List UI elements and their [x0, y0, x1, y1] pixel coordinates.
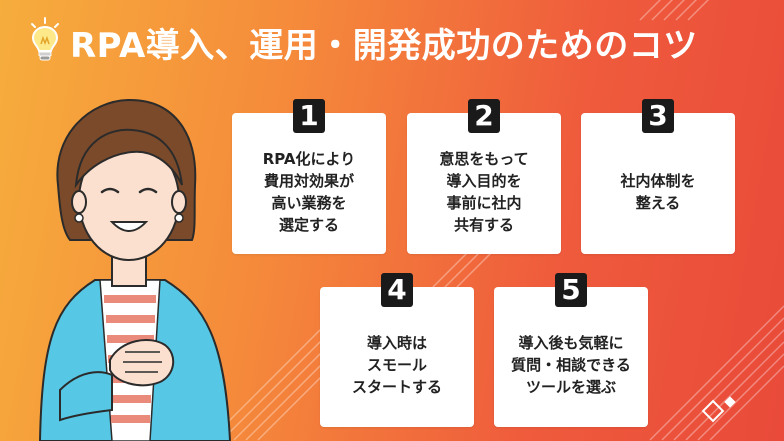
lightbulb-icon [31, 17, 59, 61]
tip-card-4-text: 導入時は スモール スタートする [351, 334, 442, 396]
tip-number-2: 2 [468, 99, 500, 133]
page-title: RPA導入、運用・開発成功のためのコツ [70, 26, 698, 66]
tip-number-3: 3 [642, 99, 674, 133]
tip-card-5-text: 導入後も気軽に 質問・相談できる ツールを選ぶ [511, 334, 631, 396]
tip-card-1: RPA化により 費用対効果が 高い業務を 選定する [232, 113, 386, 254]
tip-card-3: 社内体制を 整える [581, 113, 735, 254]
tip-card-1-text: RPA化により 費用対効果が 高い業務を 選定する [262, 149, 356, 234]
tip-card-4: 導入時は スモール スタートする [320, 287, 474, 427]
tip-card-2-text: 意思をもって 導入目的を 事前に社内 共有する [439, 149, 529, 234]
tip-card-3-text: 社内体制を 整える [620, 171, 696, 212]
woman-illustration [38, 98, 232, 441]
tip-number-5: 5 [555, 273, 587, 307]
sparkle-icon [701, 396, 736, 423]
tip-card-5: 導入後も気軽に 質問・相談できる ツールを選ぶ [494, 287, 648, 427]
tip-number-4: 4 [381, 273, 413, 307]
tip-number-1: 1 [293, 99, 325, 133]
tip-card-2: 意思をもって 導入目的を 事前に社内 共有する [407, 113, 561, 254]
